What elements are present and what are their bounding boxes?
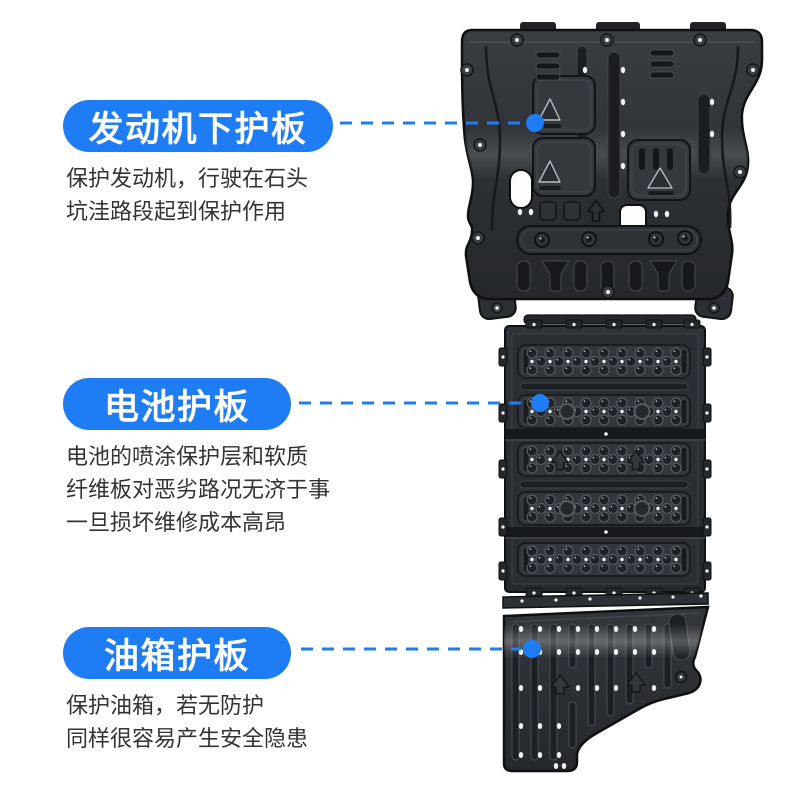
battery-skid-plate-image (498, 319, 712, 598)
callout-connector-engine (340, 114, 544, 132)
description-line: 保护油箱，若无防护 (66, 693, 265, 718)
fuel-tank-skid-plate-image (502, 592, 710, 773)
callout-fuel-tank-plate: 油箱护板 保护油箱，若无防护 同样很容易产生安全隐患 (63, 627, 308, 755)
battery-plate-description: 电池的喷涂保护层和软质 纤维板对恶劣路况无济于事 一旦损坏维修成本高昂 (63, 440, 330, 539)
callout-connector-battery (299, 394, 549, 412)
description-line: 纤维板对恶劣路况无济于事 (66, 477, 331, 502)
callout-engine-plate: 发动机下护板 保护发动机，行驶在石头 坑洼路段起到保护作用 (63, 100, 333, 228)
battery-plate-dimple-bands (517, 344, 691, 577)
engine-plate-details (460, 33, 760, 299)
description-line: 保护发动机，行驶在石头 (66, 166, 309, 191)
battery-plate-mounting-tabs (498, 319, 712, 598)
engine-skid-plate-image (460, 22, 764, 325)
engine-plate-label-pill: 发动机下护板 (63, 100, 333, 152)
callout-dot (523, 640, 541, 658)
battery-plate-label-pill: 电池护板 (63, 378, 291, 430)
fuel-tank-plate-label-pill: 油箱护板 (63, 627, 291, 679)
description-line: 坑洼路段起到保护作用 (66, 199, 287, 224)
description-line: 一旦损坏维修成本高昂 (66, 510, 287, 535)
callout-dot (526, 114, 544, 132)
callout-connector-fuel (301, 640, 541, 658)
engine-plate-description: 保护发动机，行驶在石头 坑洼路段起到保护作用 (63, 162, 333, 228)
fuel-tank-plate-description: 保护油箱，若无防护 同样很容易产生安全隐患 (63, 689, 308, 755)
callout-dot (531, 394, 549, 412)
description-line: 同样很容易产生安全隐患 (66, 726, 309, 751)
description-line: 电池的喷涂保护层和软质 (66, 444, 309, 469)
fuel-plate-rivets (518, 626, 657, 769)
callout-battery-plate: 电池护板 电池的喷涂保护层和软质 纤维板对恶劣路况无济于事 一旦损坏维修成本高昂 (63, 378, 330, 539)
